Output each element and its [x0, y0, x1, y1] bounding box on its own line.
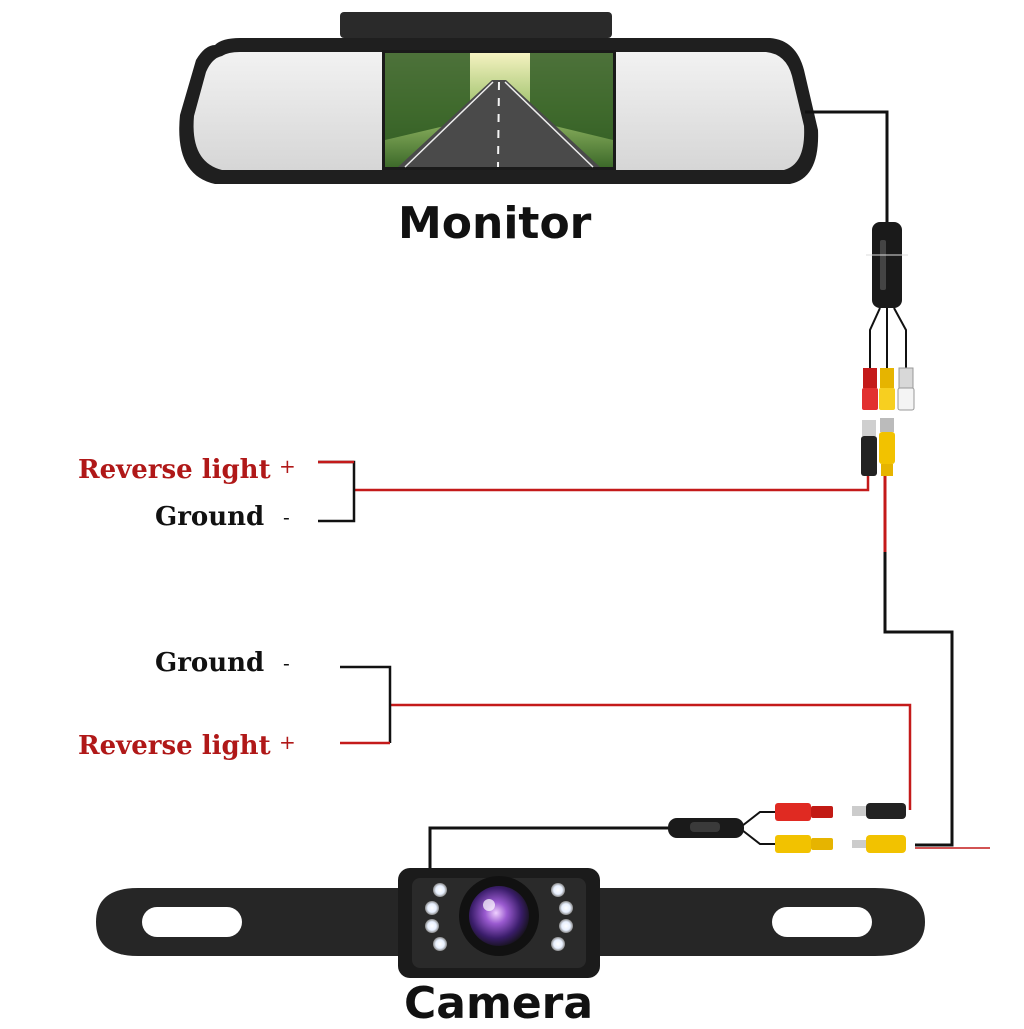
- camera-reverse-light-label: Reverse light: [78, 731, 271, 761]
- monitor-title: Monitor: [398, 198, 592, 249]
- bracket-slot-right: [772, 907, 872, 937]
- bracket-slot-left: [142, 907, 242, 937]
- camera-negative-sign: -: [283, 651, 290, 675]
- monitor-negative-sign: -: [283, 505, 290, 529]
- monitor-positive-wire: [354, 476, 870, 492]
- video-extension-cable: [883, 476, 990, 849]
- monitor-rca-red-plug: [862, 368, 878, 410]
- camera-title: Camera: [404, 978, 594, 1029]
- monitor-ground-bracket: [318, 460, 356, 523]
- monitor-cable-splitter: [866, 222, 908, 308]
- mirror-mount-clip: [340, 12, 612, 38]
- camera-ir-leds-right: [551, 883, 573, 951]
- camera-pigtail-leads: [741, 811, 775, 845]
- extension-rca-yellow-plug-camera-side: [852, 835, 906, 853]
- monitor-power-wires: [318, 460, 870, 523]
- camera-positive-sign: +: [279, 730, 296, 754]
- camera-ir-leds-left: [425, 883, 447, 951]
- monitor-positive-sign: +: [279, 454, 296, 478]
- camera-rca-yellow-socket: [775, 835, 833, 853]
- camera-ground-bracket: [340, 665, 392, 743]
- license-plate-camera: [96, 868, 925, 978]
- camera-pigtail-splitter: [668, 818, 744, 838]
- camera-power-wires: [340, 665, 912, 810]
- camera-ground-label: Ground: [155, 648, 265, 678]
- camera-positive-wire: [390, 703, 912, 810]
- camera-dc-power-plug: [852, 803, 906, 819]
- camera-lens: [469, 886, 529, 946]
- rearview-mirror-monitor: [179, 12, 819, 184]
- camera-cable: [428, 826, 668, 870]
- monitor-screen: [382, 50, 616, 170]
- camera-rca-red-socket: [775, 803, 833, 821]
- monitor-rca-white-plug: [897, 367, 915, 411]
- monitor-ground-label: Ground: [155, 502, 265, 532]
- monitor-reverse-light-label: Reverse light: [78, 455, 271, 485]
- extension-rca-yellow-plug: [879, 418, 895, 476]
- monitor-cable: [805, 110, 889, 222]
- extension-dc-power-plug: [861, 420, 877, 476]
- monitor-rca-yellow-plug: [879, 368, 895, 410]
- splitter-leads: [869, 307, 907, 370]
